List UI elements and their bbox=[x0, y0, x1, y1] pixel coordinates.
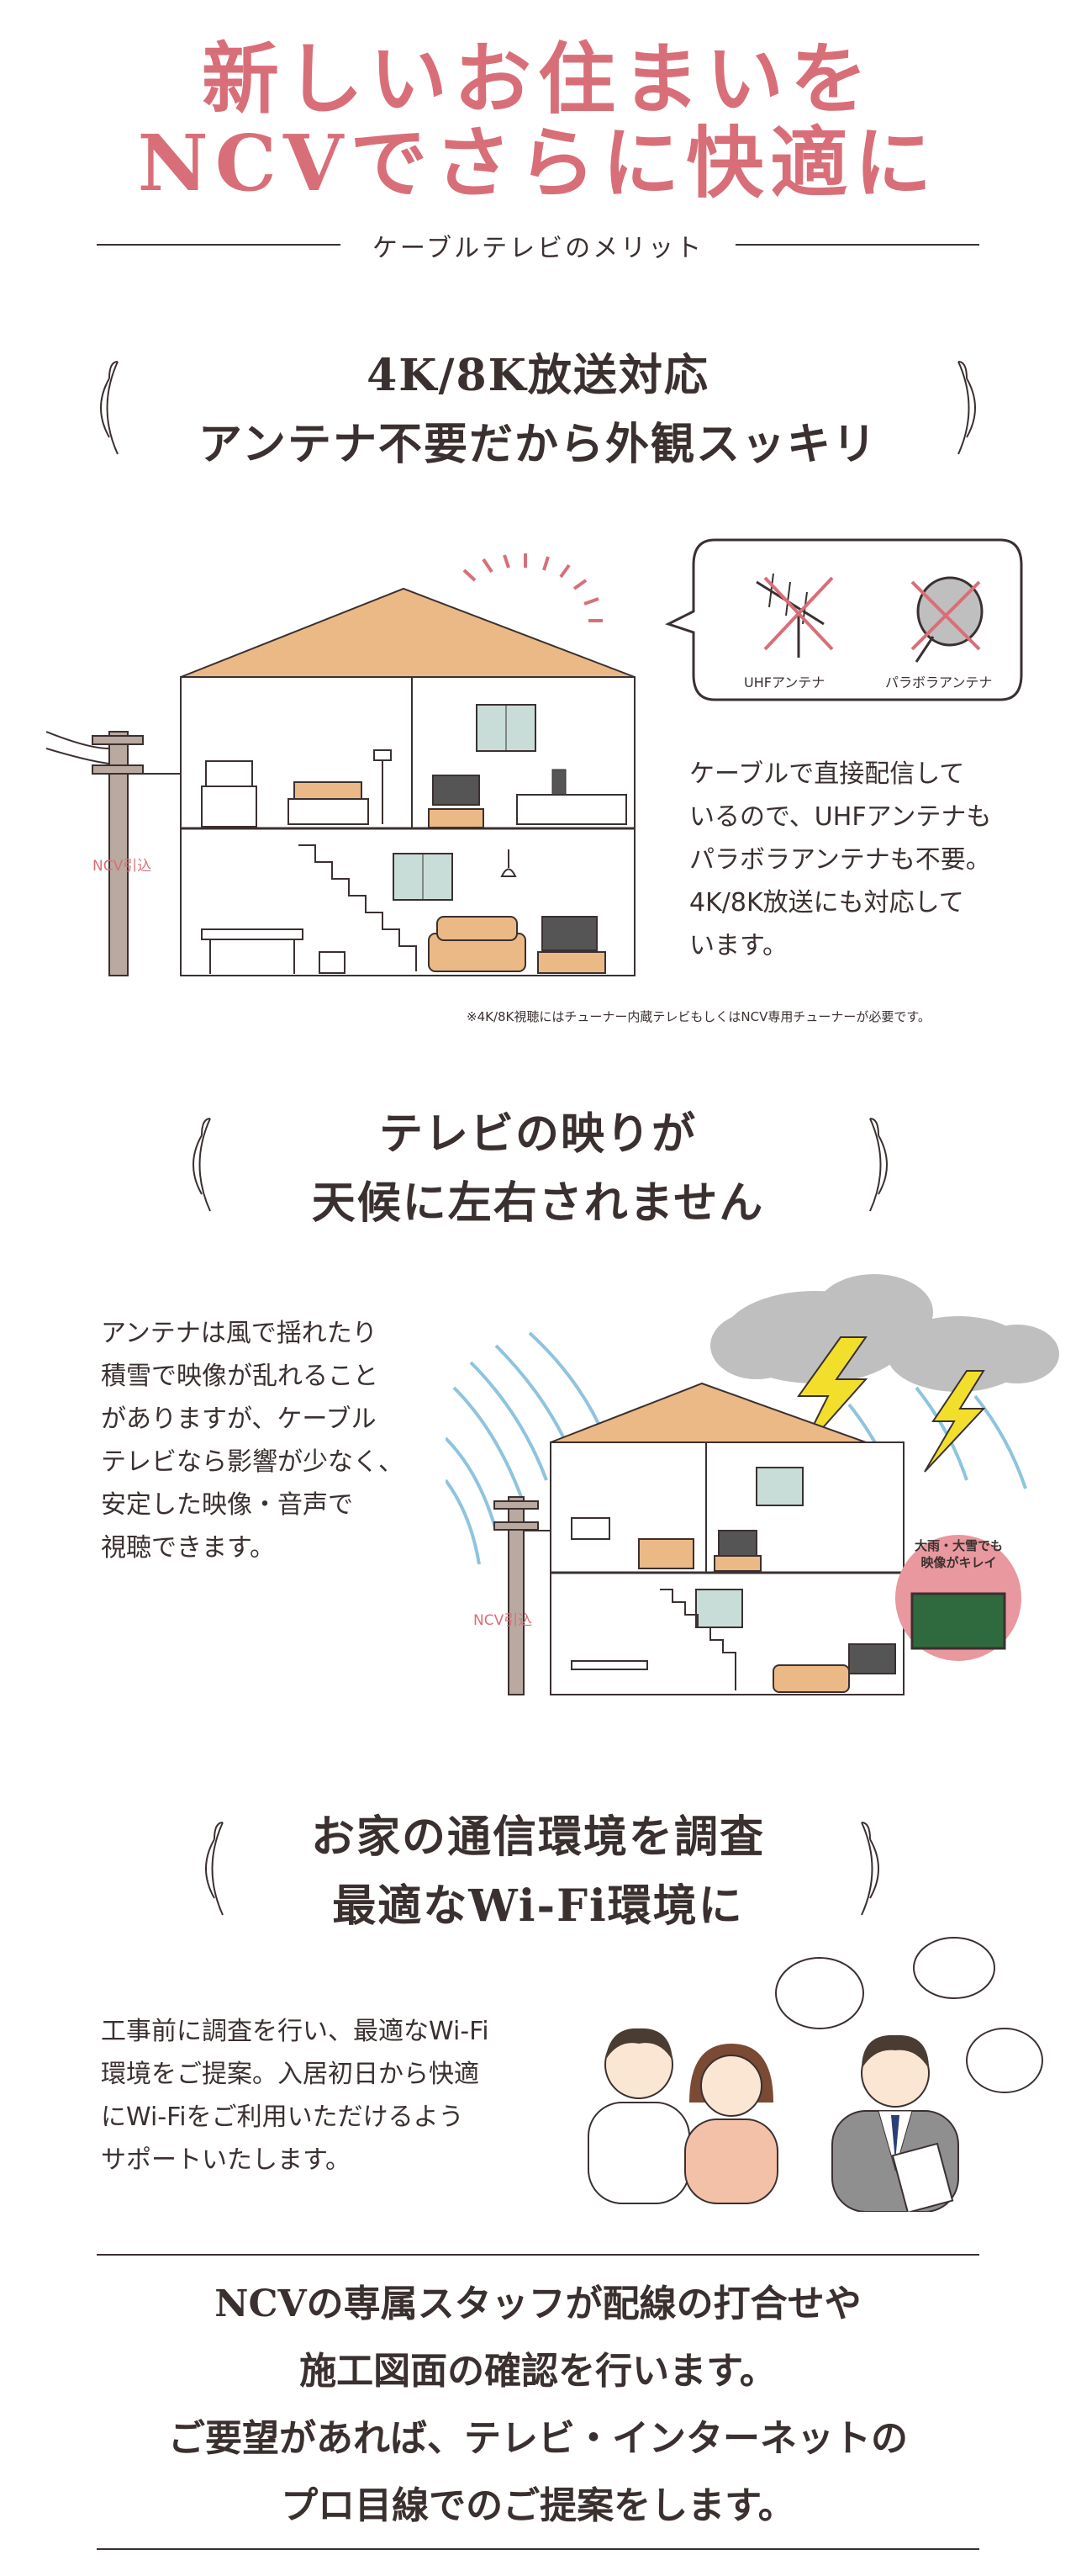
speech-bubble-icon bbox=[775, 1937, 1043, 2093]
uhf-antenna-label: UHFアンテナ bbox=[744, 674, 825, 690]
cloud-icon bbox=[710, 1274, 1059, 1392]
bracket-left-icon-2 bbox=[193, 1118, 211, 1212]
people-illustration bbox=[588, 1937, 1043, 2212]
uhf-antenna-icon bbox=[756, 573, 834, 658]
section2-title-line2: 天候に左右されません bbox=[311, 1177, 765, 1229]
section3-body: 工事前に調査を行い、最適なWi-Fi 環境をご提案。入居初日から快適 にWi-F… bbox=[101, 2017, 489, 2175]
section1-note: ※4K/8K視聴にはチューナー内蔵テレビもしくはNCV専用チューナーが必要です。 bbox=[467, 1009, 931, 1024]
man-icon bbox=[588, 2028, 690, 2204]
closing-rule-top bbox=[97, 2254, 979, 2256]
staff-icon bbox=[831, 2034, 959, 2212]
parabola-antenna-label: パラボラアンテナ bbox=[885, 674, 993, 690]
closing-text: NCVの専属スタッフが配線の打合せや 施工図面の確認を行います。 ご要望があれば… bbox=[168, 2282, 908, 2527]
antenna-bubble bbox=[665, 538, 1023, 701]
bracket-left-icon-3 bbox=[205, 1822, 224, 1916]
house-illustration-1 bbox=[46, 553, 636, 976]
subtitle-rule-right bbox=[736, 244, 979, 246]
section2-body: アンテナは風で揺れたり 積雪で映像が乱れること がありますが、ケーブル テレビな… bbox=[101, 1319, 404, 1563]
bracket-right-icon bbox=[957, 361, 976, 455]
parabola-antenna-icon bbox=[910, 576, 984, 663]
tv-badge-label: 大雨・大雪でも 映像がキレイ bbox=[914, 1538, 1003, 1570]
section1-title-line2: アンテナ不要だから外観スッキリ bbox=[198, 419, 878, 470]
section1-title-line1: 4K/8K放送対応 bbox=[367, 350, 709, 401]
bracket-right-icon-3 bbox=[861, 1822, 879, 1916]
subtitle: ケーブルテレビのメリット bbox=[372, 234, 704, 263]
house-illustration-2 bbox=[446, 1274, 1059, 1695]
woman-icon bbox=[684, 2044, 778, 2204]
section3-title-line1: お家の通信環境を調査 bbox=[310, 1812, 765, 1863]
lightning-icon-2 bbox=[924, 1370, 986, 1473]
closing-rule-bottom bbox=[97, 2548, 979, 2550]
subtitle-rule-left bbox=[97, 244, 340, 246]
pole-label-2: NCV引込 bbox=[473, 1612, 533, 1629]
hero-title-line2: NCVでさらに快適に bbox=[137, 118, 939, 209]
pole-label-1: NCV引込 bbox=[92, 858, 152, 875]
section2-title-line1: テレビの映りが bbox=[378, 1108, 697, 1160]
bracket-right-icon-2 bbox=[869, 1118, 888, 1212]
section3-title-line2: 最適なWi-Fi環境に bbox=[332, 1880, 744, 1932]
hero-title-line1: 新しいお住まいを bbox=[201, 34, 874, 124]
section1-body: ケーブルで直接配信して いるので、UHFアンテナも パラボラアンテナも不要。 4… bbox=[689, 759, 992, 960]
bracket-left-icon bbox=[100, 361, 119, 455]
